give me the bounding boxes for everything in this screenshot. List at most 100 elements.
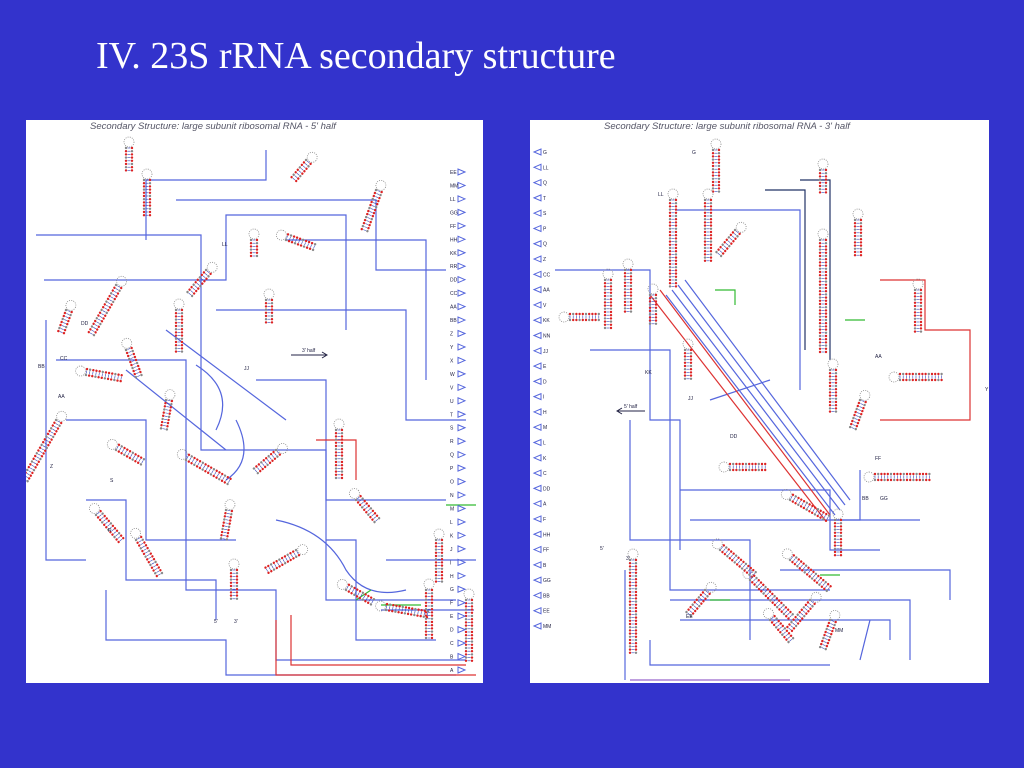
domain-marker-icon (457, 222, 467, 230)
helix-stem (264, 544, 309, 574)
diagram-caption-3-prime: Secondary Structure: large subunit ribos… (604, 121, 850, 132)
helix-stem (87, 275, 127, 337)
domain-marker-label: AA (543, 288, 550, 294)
domain-marker-label: EE (543, 609, 550, 615)
domain-marker-icon (532, 423, 542, 431)
domain-marker-icon (532, 347, 542, 355)
tertiary-connectors-3-prime (555, 209, 951, 680)
domain-marker-label: KK (450, 251, 457, 257)
red-connectors-5-prime (275, 439, 476, 676)
label-ll: LL (658, 192, 664, 198)
domain-marker-label: K (450, 533, 454, 539)
helix-stem (710, 138, 722, 193)
domain-marker-icon (457, 437, 467, 445)
helix-stem (627, 548, 639, 654)
helix-stem (349, 488, 381, 524)
helix-stem (685, 581, 717, 618)
domain-marker-icon (457, 652, 467, 661)
domain-marker-label: V (543, 303, 547, 309)
domain-marker-label: FF (450, 224, 456, 230)
helix-stem (173, 298, 185, 353)
domain-marker-icon (532, 499, 542, 508)
domain-marker-icon (532, 576, 542, 584)
label-s: S (110, 478, 114, 484)
helix-stem (463, 588, 475, 662)
diagram-5-prime-half: Secondary Structure: large subunit ribos… (26, 120, 483, 683)
helix-stem (888, 371, 943, 383)
domain-marker-icon (457, 491, 467, 499)
domain-marker-icon (532, 224, 542, 233)
helix-stem (123, 136, 135, 172)
domain-marker-label: KK (543, 318, 550, 324)
domain-marker-label: S (543, 211, 547, 217)
domain-marker-label: RR (450, 264, 458, 270)
helix-stem (360, 179, 387, 233)
domain-marker-icon (457, 195, 467, 203)
domain-marker-icon (457, 531, 467, 540)
label-kk: KK (645, 370, 652, 376)
slide-title: IV. 23S rRNA secondary structure (96, 35, 616, 77)
domain-marker-icon (457, 316, 467, 324)
helix-stem (75, 365, 123, 383)
domain-marker-icon (532, 362, 542, 370)
domain-marker-label: GG (543, 578, 551, 584)
helix-stem (718, 461, 767, 473)
domain-marker-icon (532, 316, 542, 324)
domain-marker-label: J (450, 547, 453, 553)
domain-marker-icon (457, 423, 467, 432)
label-bb: BB (38, 364, 45, 370)
domain-marker-icon (532, 148, 542, 156)
label-z: Z (50, 464, 53, 470)
helix-stem (742, 568, 794, 620)
helix-stem (248, 228, 260, 258)
diagram-caption-5-prime: Secondary Structure: large subunit ribos… (90, 121, 336, 132)
helix-stem (375, 600, 430, 619)
domain-marker-icon (532, 255, 542, 263)
domain-marker-label: R (450, 439, 454, 445)
domain-marker-icon (457, 168, 467, 176)
domain-marker-label: G (450, 587, 454, 593)
domain-marker-icon (532, 454, 542, 462)
label-3-prime: 3' (626, 556, 630, 562)
domain-marker-icon (457, 262, 467, 270)
domain-marker-icon (457, 235, 467, 244)
domain-marker-label: A (450, 668, 454, 674)
helix-stem (106, 439, 146, 466)
domain-marker-label: C (543, 471, 547, 477)
label-bb: BB (862, 496, 869, 502)
domain-marker-label: F (450, 601, 453, 607)
domain-marker-label: CC (450, 291, 458, 297)
domain-marker-label: MM (543, 624, 551, 630)
helix-stem (89, 503, 125, 544)
domain-marker-icon (532, 392, 542, 401)
domain-marker-label: LL (543, 165, 549, 171)
domain-marker-label: L (543, 441, 546, 447)
domain-marker-icon (457, 572, 467, 580)
helix-stem (817, 228, 829, 354)
helix-stem (848, 389, 871, 431)
domain-marker-icon (532, 591, 542, 600)
helix-stem (121, 337, 143, 379)
helix-stem (832, 508, 844, 557)
label-5-prime: 5' (600, 546, 604, 552)
domain-marker-icon (457, 639, 467, 647)
helix-stem (763, 608, 795, 644)
helix-stem (863, 471, 931, 483)
label-ee: EE (686, 614, 693, 620)
label-dd: DD (730, 434, 738, 440)
label-cc: CC (60, 356, 68, 362)
secondary-structure-3-prime-drawing: GLLQTSPQZCCAAVKKNNJJEDIHMLKCDDAFHHFFBGGB… (532, 138, 989, 681)
domain-marker-icon (457, 343, 467, 351)
domain-marker-label: K (543, 456, 547, 462)
domain-marker-label: Q (543, 181, 547, 187)
domain-marker-label: V (450, 385, 454, 391)
domain-marker-icon (457, 383, 467, 392)
domain-marker-label: HH (450, 237, 458, 243)
label-3-half: 3' half (302, 348, 316, 354)
helix-stem (228, 558, 240, 600)
label-5-half: 5' half (624, 404, 638, 410)
domain-marker-label: I (450, 560, 451, 566)
domain-marker-icon (457, 464, 467, 472)
domain-marker-icon (457, 248, 467, 257)
helix-stem (290, 151, 318, 183)
